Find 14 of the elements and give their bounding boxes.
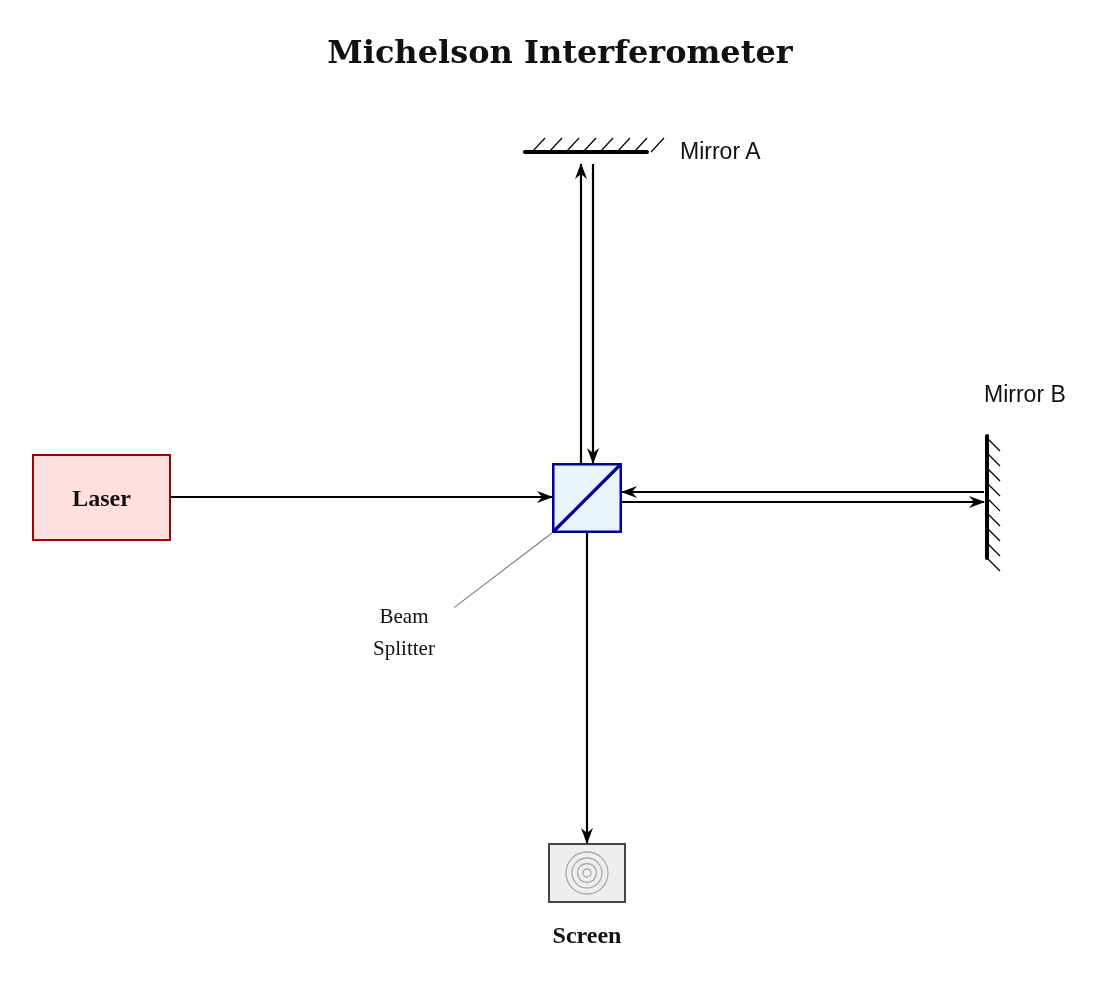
beam-splitter-label: Beam Splitter [354,600,454,664]
diagram-title: Michelson Interferometer [327,33,793,71]
arrow [581,533,593,844]
arrow [621,486,984,498]
arrow [171,491,553,503]
arrow [587,164,599,464]
leader-line [453,532,553,609]
laser-label: Laser [72,483,131,512]
mirror-label: Mirror A [680,138,761,164]
mirror-label: Mirror B [984,380,1066,408]
screen-label: Screen [552,921,622,949]
laser-box [32,454,171,541]
arrow [575,163,587,463]
arrow [622,496,985,508]
